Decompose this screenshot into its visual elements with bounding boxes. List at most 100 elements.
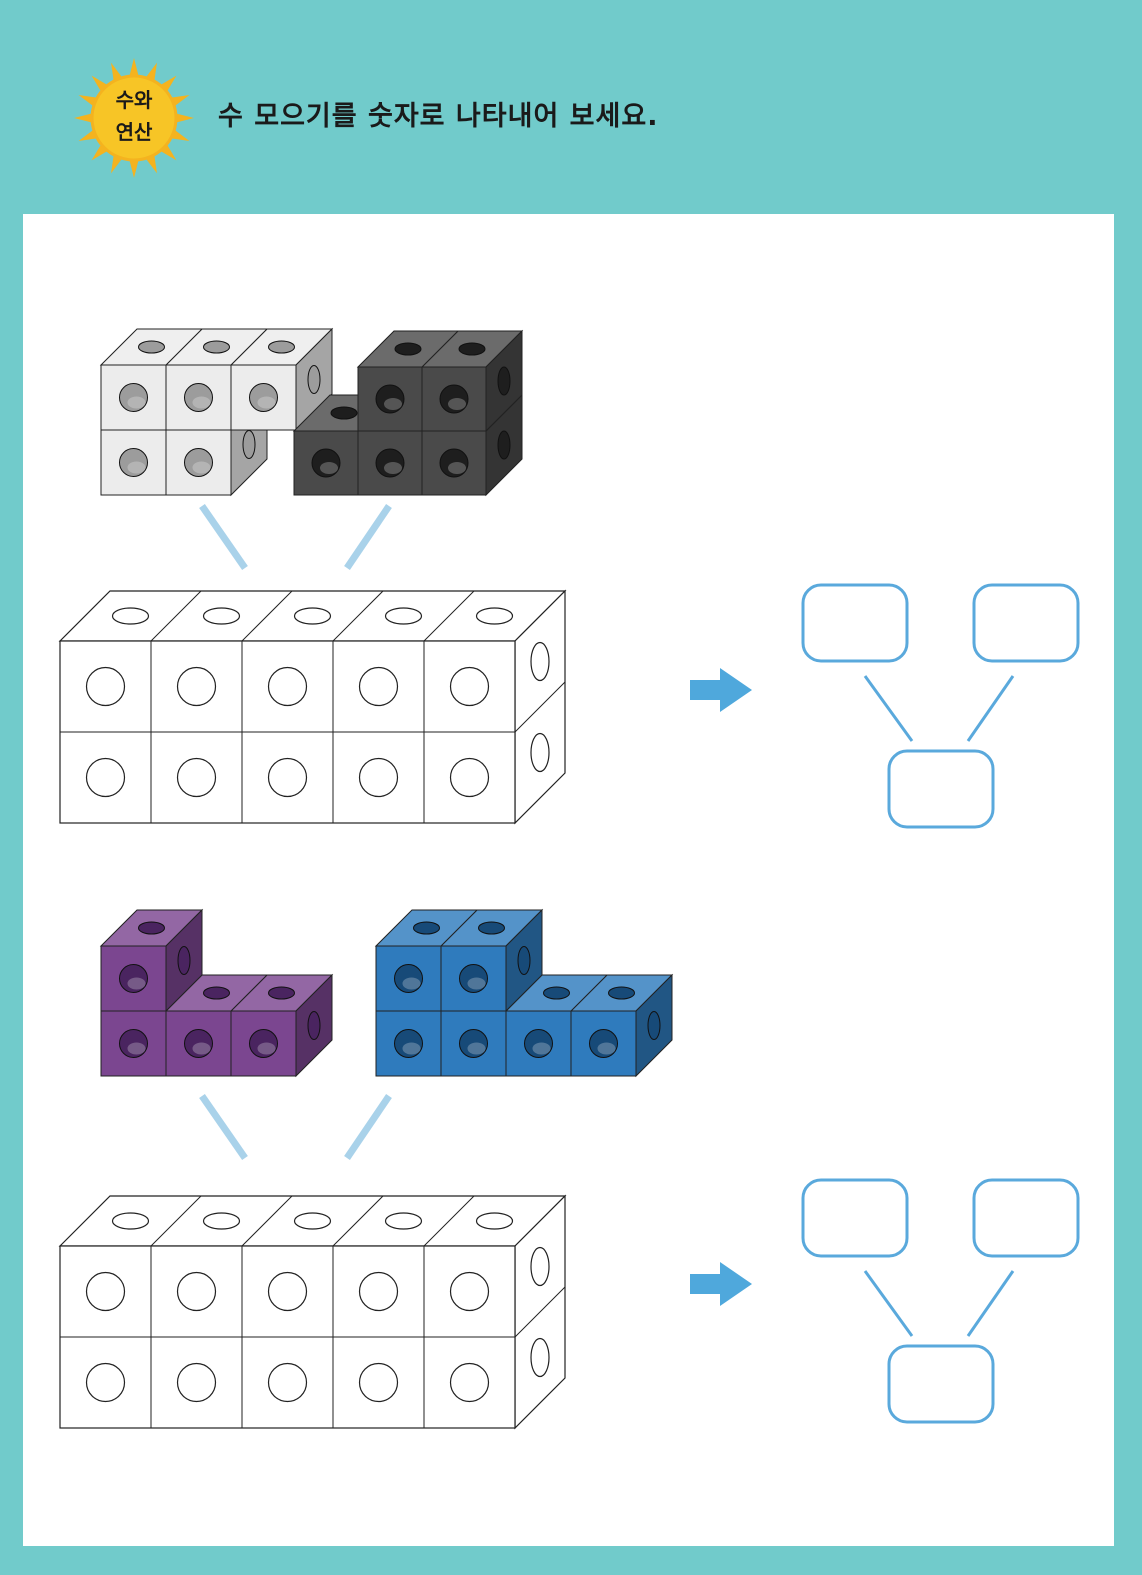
answer-box-total: [887, 749, 995, 829]
frame-top-hole: [384, 607, 423, 625]
number-bond-1: [801, 583, 1080, 829]
link-lines-2: [199, 1094, 392, 1160]
cube-hole: [330, 406, 358, 420]
cube-hole: [177, 946, 191, 975]
bond-line-right: [966, 1270, 1015, 1337]
cube-hole-shine: [597, 1042, 616, 1055]
frame-top-hole: [293, 607, 332, 625]
cube-groups-2: [99, 908, 674, 1078]
frame-top-divider: [423, 1195, 475, 1247]
frame-slot: [449, 757, 490, 798]
cube-hole: [307, 1011, 321, 1040]
cube-hole-shine: [192, 1042, 211, 1055]
link-line-left: [199, 1094, 248, 1160]
answer-box-total: [887, 1344, 995, 1424]
cube-hole: [394, 342, 422, 356]
frame-slot: [267, 1271, 308, 1312]
sun-ray: [128, 58, 140, 79]
answer-box-left: [801, 583, 909, 663]
arrow-shape: [690, 1262, 752, 1306]
arrow-shape: [690, 668, 752, 712]
cube-hole: [458, 342, 486, 356]
cube-hole: [138, 921, 165, 935]
number-bond-2: [801, 1178, 1080, 1424]
cube-hole: [413, 921, 440, 935]
cube-hole-shine: [384, 398, 402, 410]
header: 수와 연산 수 모으기를 숫자로 나타내어 보세요.: [0, 0, 1142, 214]
frame-slot: [176, 757, 217, 798]
frame-top-hole: [475, 1212, 514, 1230]
cube-hole-shine: [402, 977, 421, 990]
cube-hole: [203, 986, 230, 1000]
frame-slot: [176, 1271, 217, 1312]
frame-slot: [449, 1362, 490, 1403]
frame-top-divider: [241, 1195, 293, 1247]
frame-side-hole: [530, 1246, 550, 1287]
frame-top-hole: [475, 607, 514, 625]
frame-top-hole: [111, 1212, 150, 1230]
frame-slot: [85, 1271, 126, 1312]
cube-hole-shine: [192, 461, 211, 474]
frame-slot: [267, 1362, 308, 1403]
cube-hole: [268, 986, 295, 1000]
frame-side-hole: [530, 641, 550, 682]
arrow-icon: [690, 668, 752, 712]
frame-side-divider: [514, 681, 566, 733]
frame-top-hole: [202, 1212, 241, 1230]
cube-hole-shine: [448, 462, 466, 474]
problem-2: [58, 908, 1080, 1430]
frame-slot: [358, 1362, 399, 1403]
cube-hole: [517, 946, 531, 975]
frame-top-hole: [384, 1212, 423, 1230]
cube-hole-shine: [384, 462, 402, 474]
cube-hole-shine: [127, 1042, 146, 1055]
cube-hole: [203, 340, 230, 354]
frame-side-hole: [530, 732, 550, 773]
worksheet-art: [58, 327, 1080, 1430]
cube-hole: [543, 986, 570, 1000]
link-lines-1: [199, 504, 392, 570]
answer-box-left: [801, 1178, 909, 1258]
badge-label: 수와 연산: [115, 88, 153, 144]
cube-hole-shine: [127, 396, 146, 409]
sun-icon: [74, 58, 194, 178]
frame-slot: [449, 666, 490, 707]
link-line-right: [344, 1094, 392, 1160]
cube-groups-1: [99, 327, 524, 497]
cube-hole-shine: [402, 1042, 421, 1055]
link-line-left: [199, 504, 248, 570]
cube-hole-shine: [320, 462, 338, 474]
cube-hole-shine: [448, 398, 466, 410]
frame-top-hole: [293, 1212, 332, 1230]
cube-hole-shine: [467, 977, 486, 990]
frame-slot: [85, 1362, 126, 1403]
frame-top-hole: [202, 607, 241, 625]
cube-hole: [497, 366, 511, 396]
cube-hole: [478, 921, 505, 935]
cube-hole-shine: [532, 1042, 551, 1055]
cube-hole-shine: [257, 1042, 276, 1055]
frame-slot: [358, 757, 399, 798]
link-line-right: [344, 504, 392, 570]
frame-top-divider: [150, 1195, 202, 1247]
cube-hole-shine: [192, 396, 211, 409]
cube-hole-shine: [467, 1042, 486, 1055]
sun-ray: [173, 112, 194, 124]
cube-hole: [138, 340, 165, 354]
frame-slot: [449, 1271, 490, 1312]
bond-line-right: [966, 675, 1015, 742]
cube-hole: [647, 1011, 661, 1040]
frame-top-divider: [332, 1195, 384, 1247]
ten-frame-2: [58, 1194, 567, 1430]
frame-side-hole: [530, 1337, 550, 1378]
frame-slot: [176, 666, 217, 707]
cube-hole: [268, 340, 295, 354]
frame-slot: [267, 757, 308, 798]
sun-badge: 수와 연산: [74, 54, 194, 182]
cube-hole: [497, 430, 511, 460]
frame-slot: [85, 757, 126, 798]
frame-slot: [176, 1362, 217, 1403]
frame-top-divider: [241, 590, 293, 642]
frame-top-hole: [111, 607, 150, 625]
sun-ray: [128, 157, 140, 178]
